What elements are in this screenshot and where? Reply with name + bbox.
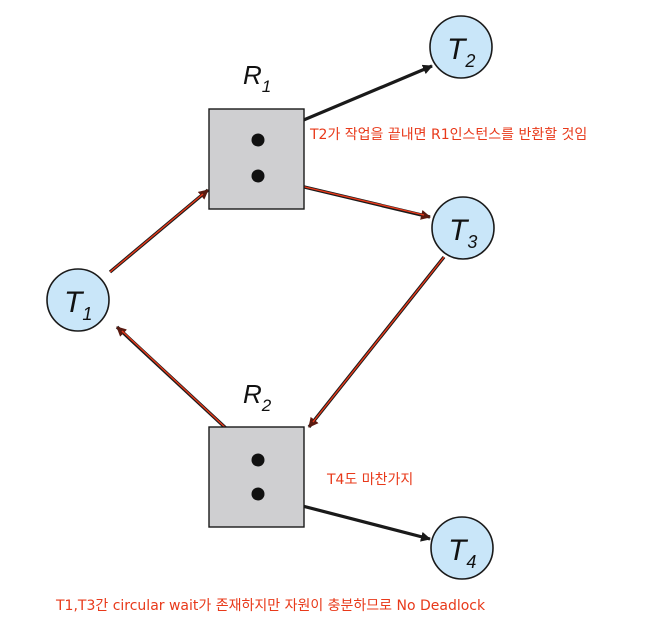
resource-r1: R1 <box>208 60 305 210</box>
edge-t3-r2 <box>307 255 446 429</box>
resource-r2: R2 <box>208 379 305 528</box>
process-t3-label: T3 <box>449 214 477 252</box>
process-t2-label: T2 <box>447 33 475 71</box>
resource-r2-instance-1 <box>251 453 265 467</box>
resource-r1-box <box>208 108 305 210</box>
resource-r2-instance-2 <box>251 487 265 501</box>
resource-r2-label: R2 <box>243 379 272 415</box>
process-t2-node <box>429 15 493 79</box>
resource-r1-label: R1 <box>243 60 271 96</box>
process-t3-node <box>431 196 495 260</box>
process-t4-node <box>430 516 494 580</box>
process-t3: T3 <box>431 196 495 260</box>
process-t2: T2 <box>429 15 493 79</box>
process-t1-node <box>46 268 110 332</box>
resource-r1-instance-1 <box>251 133 265 147</box>
annotation-conclusion: T1,T3간 circular wait가 존재하지만 자원이 충분하므로 No… <box>55 598 486 614</box>
annotation-r2-note: T4도 마찬가지 <box>326 472 413 488</box>
resource-r1-instance-2 <box>251 169 265 183</box>
process-t1: T1 <box>46 268 110 332</box>
annotation-r1-note: T2가 작업을 끝내면 R1인스턴스를 반환할 것임 <box>309 127 587 143</box>
process-t1-label: T1 <box>64 286 92 324</box>
edge-t1-r1 <box>108 188 210 274</box>
resource-r2-box <box>208 426 305 528</box>
process-t4: T4 <box>430 516 494 580</box>
process-t4-label: T4 <box>448 534 476 572</box>
